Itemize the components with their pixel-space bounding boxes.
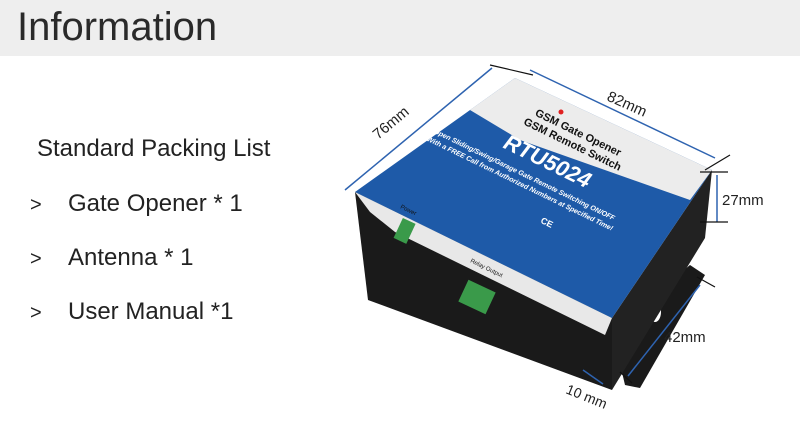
list-item: > Gate Opener * 1 bbox=[30, 190, 243, 218]
ce-mark: CE bbox=[539, 215, 555, 229]
dim-width: 76mm bbox=[370, 103, 413, 143]
header-band: Information bbox=[0, 0, 800, 56]
bullet: > bbox=[30, 248, 42, 270]
mounting-bracket bbox=[612, 265, 705, 388]
dimension-lines bbox=[344, 67, 718, 385]
item-label: Antenna * 1 bbox=[68, 244, 194, 271]
list-item: > User Manual *1 bbox=[30, 298, 233, 326]
list-item: > Antenna * 1 bbox=[30, 244, 193, 272]
bullet: > bbox=[30, 302, 42, 324]
dim-height: 27mm bbox=[722, 192, 764, 209]
bullet: > bbox=[30, 194, 42, 216]
terminal-block bbox=[458, 279, 496, 315]
item-label: User Manual *1 bbox=[68, 298, 234, 325]
item-label: Gate Opener * 1 bbox=[68, 190, 243, 217]
dim-bracket: 42mm bbox=[664, 329, 706, 346]
page-title: Information bbox=[17, 5, 218, 49]
packing-list-title: Standard Packing List bbox=[37, 135, 271, 162]
